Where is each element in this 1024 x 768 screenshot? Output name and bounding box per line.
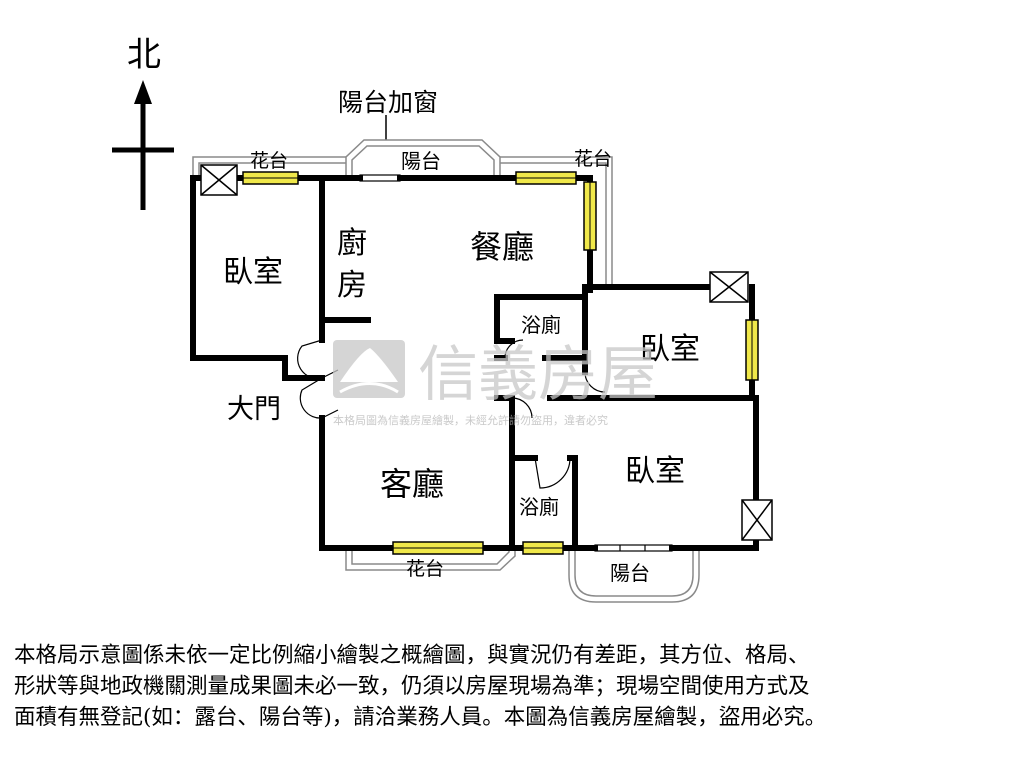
planter-label-top-left: 花台 (250, 150, 288, 172)
disclaimer-line: 本格局示意圖係未依一定比例縮小繪製之概繪圖，與實況仍有差距，其方位、格局、 (14, 643, 810, 668)
disclaimer-line: 形狀等與地政機關測量成果圖未必一致，仍須以房屋現場為準；現場空間使用方式及 (14, 674, 810, 699)
watermark-brand: 信義房屋 (418, 340, 658, 410)
north-arrow (112, 80, 174, 210)
room-label-bedroom-west: 臥室 (223, 255, 283, 290)
room-label-dining: 餐廳 (470, 228, 534, 266)
room-label-bedroom-southeast: 臥室 (625, 454, 685, 489)
disclaimer: 本格局示意圖係未依一定比例縮小繪製之概繪圖，與實況仍有差距，其方位、格局、 形狀… (14, 640, 1014, 733)
floor-plan: 北 陽台加窗 (112, 35, 773, 603)
sliding-doors (359, 174, 673, 552)
balcony-window-label: 陽台加窗 (338, 88, 438, 117)
room-label-bath-upper: 浴廁 (521, 313, 561, 337)
room-label-living: 客廳 (380, 465, 444, 503)
watermark-notice: 本格局圖為信義房屋繪製，未經允許請勿盜用，違者必究 (333, 413, 608, 427)
planter-label-bottom: 花台 (406, 558, 444, 580)
room-label-kitchen-2: 房 (337, 268, 367, 303)
room-label-kitchen-1: 廚 (337, 226, 367, 261)
main-door-label: 大門 (227, 394, 281, 425)
balcony-label-bottom: 陽台 (610, 561, 650, 585)
room-label-bedroom-east: 臥室 (640, 332, 700, 367)
planter-label-top-right: 花台 (574, 148, 612, 170)
balcony-label-top: 陽台 (401, 149, 441, 173)
watermark: 信義房屋 本格局圖為信義房屋繪製，未經允許請勿盜用，違者必究 (333, 340, 658, 427)
door-swings (297, 339, 606, 489)
ducts (200, 164, 773, 541)
exterior-outlines (192, 139, 700, 603)
disclaimer-line: 面積有無登記(如：露台、陽台等)，請洽業務人員。本圖為信義房屋繪製，盜用必究。 (14, 705, 827, 730)
north-label: 北 (127, 35, 161, 75)
room-label-bath-lower: 浴廁 (519, 495, 559, 519)
